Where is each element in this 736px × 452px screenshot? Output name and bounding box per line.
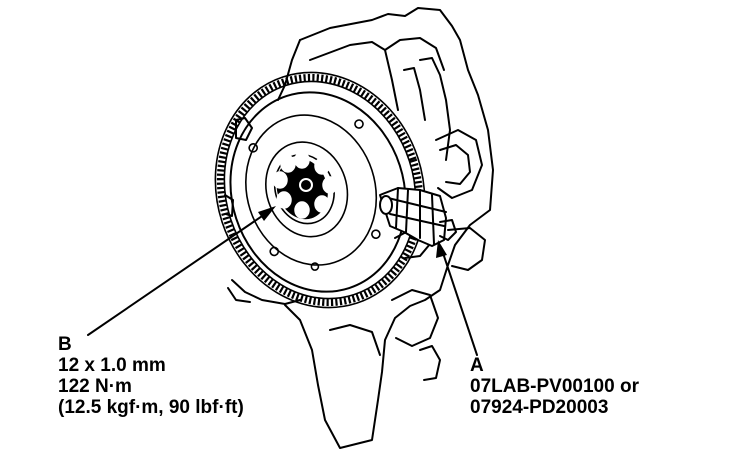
arrowhead-b — [258, 206, 276, 221]
flywheel-bolt — [322, 176, 338, 194]
callout-a: A 07LAB-PV00100 or 07924-PD20003 — [470, 355, 639, 418]
flywheel-bolt — [276, 191, 292, 209]
callout-b: B 12 x 1.0 mm 122 N·m (12.5 kgf·m, 90 lb… — [58, 334, 244, 418]
callout-b-letter: B — [58, 334, 72, 355]
flywheel-bolt — [280, 155, 296, 173]
callout-b-torque-alt: (12.5 kgf·m, 90 lbf·ft) — [58, 397, 244, 418]
leader-lines — [87, 206, 478, 356]
flywheel-bolt — [294, 201, 310, 219]
callout-b-bolt-size: 12 x 1.0 mm — [58, 355, 166, 376]
flywheel-bolts — [272, 151, 338, 219]
callout-a-tool-2: 07924-PD20003 — [470, 397, 609, 418]
engine-block — [224, 7, 494, 449]
ring-gear — [214, 71, 426, 309]
arrowhead-a — [436, 240, 447, 258]
flywheel-bolt — [294, 151, 310, 169]
flywheel-bolt — [272, 171, 288, 189]
leader-line-b — [87, 211, 269, 336]
flywheel-holder-tool — [379, 187, 457, 247]
callout-a-letter: A — [470, 355, 484, 376]
leader-line-a — [441, 249, 478, 356]
flywheel-bolt — [314, 195, 330, 213]
flywheel-bolt — [314, 157, 330, 175]
callout-b-torque-nm: 122 N·m — [58, 376, 132, 397]
callout-a-tool-1: 07LAB-PV00100 or — [470, 376, 639, 397]
